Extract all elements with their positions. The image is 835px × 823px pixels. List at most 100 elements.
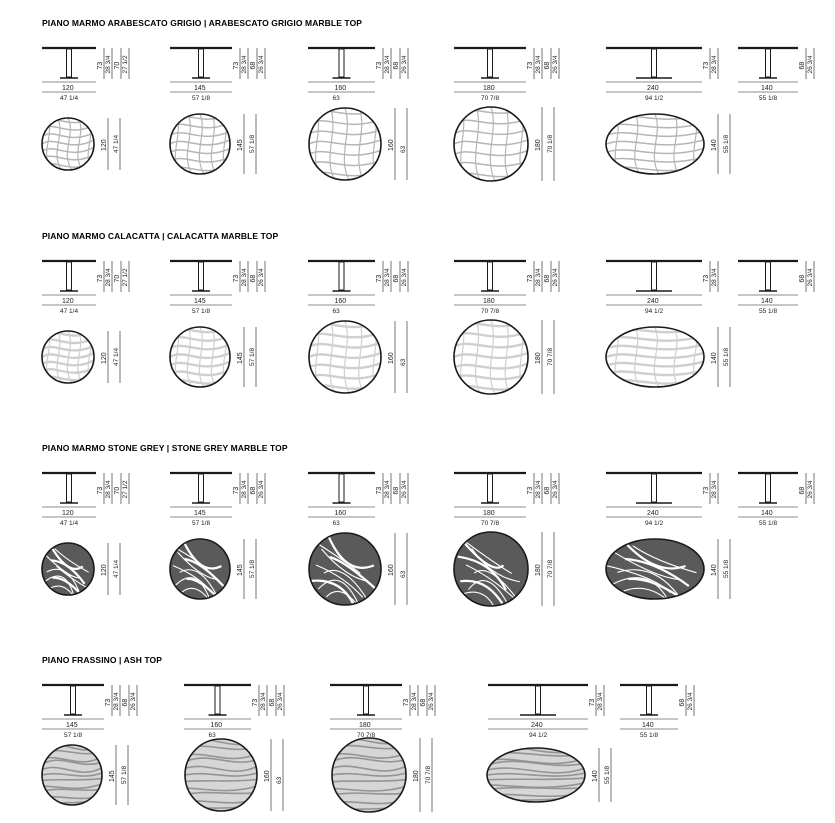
marble-veins bbox=[606, 114, 704, 174]
width-in-label: 63 bbox=[333, 95, 341, 102]
width-in-label: 55 1/8 bbox=[759, 308, 777, 315]
height-cm-label: 68 bbox=[799, 275, 806, 283]
height-in-label: 28 3/4 bbox=[241, 268, 248, 286]
width-in-label: 63 bbox=[209, 732, 217, 739]
width-cm-label: 120 bbox=[62, 85, 74, 92]
height-cm-label: 68 bbox=[250, 62, 257, 70]
height-in-label: 28 3/4 bbox=[535, 480, 542, 498]
height-in-label: 26 3/4 bbox=[428, 692, 435, 710]
height-in-label: 28 3/4 bbox=[384, 55, 391, 73]
width-cm-label: 140 bbox=[761, 510, 773, 517]
height-in-label: 28 3/4 bbox=[384, 268, 391, 286]
diameter-cm-label: 145 bbox=[109, 770, 116, 782]
diameter-cm-label: 180 bbox=[413, 770, 420, 782]
height-cm-label: 68 bbox=[679, 699, 686, 707]
finish-section: PIANO MARMO CALACATTA | CALACATTA MARBLE… bbox=[41, 231, 815, 395]
table-column bbox=[338, 48, 345, 78]
height-cm-label: 68 bbox=[420, 699, 427, 707]
height-in-label: 28 3/4 bbox=[105, 55, 112, 73]
width-in-label: 94 1/2 bbox=[645, 95, 663, 102]
diameter-cm-label: 160 bbox=[388, 139, 395, 151]
diameter-cm-label: 120 bbox=[101, 352, 108, 364]
table-column bbox=[535, 685, 541, 715]
table-column bbox=[66, 48, 72, 78]
height-in-label: 28 3/4 bbox=[711, 268, 718, 286]
diameter-in-label: 63 bbox=[400, 145, 407, 153]
height-cm-label: 73 bbox=[233, 275, 240, 283]
height-in-label: 26 3/4 bbox=[401, 480, 408, 498]
diameter-in-label: 57 1/8 bbox=[249, 560, 256, 578]
diameter-cm-label: 180 bbox=[535, 139, 542, 151]
width-in-label: 70 7/8 bbox=[481, 95, 499, 102]
height-cm-label: 73 bbox=[703, 62, 710, 70]
height-cm-label: 68 bbox=[799, 62, 806, 70]
width-in-label: 70 7/8 bbox=[357, 732, 375, 739]
section-title: PIANO MARMO STONE GREY | STONE GREY MARB… bbox=[42, 443, 288, 453]
height-in-label: 28 3/4 bbox=[241, 55, 248, 73]
tabletop-outline bbox=[486, 747, 586, 803]
width-in-label: 63 bbox=[333, 308, 341, 315]
width-in-label: 63 bbox=[333, 520, 341, 527]
height-cm-label: 73 bbox=[376, 487, 383, 495]
section-title: PIANO FRASSINO | ASH TOP bbox=[42, 655, 162, 665]
width-in-label: 47 1/4 bbox=[60, 308, 78, 315]
height-cm-label: 68 bbox=[393, 275, 400, 283]
width-in-label: 70 7/8 bbox=[481, 520, 499, 527]
tabletop-outline bbox=[453, 531, 529, 607]
tabletop-outline bbox=[605, 113, 705, 175]
height-cm-label: 73 bbox=[97, 487, 104, 495]
table-column bbox=[338, 473, 345, 503]
tabletop-outline bbox=[308, 532, 382, 606]
height-cm-label: 68 bbox=[250, 275, 257, 283]
diameter-cm-label: 140 bbox=[711, 564, 718, 576]
height-in-label: 26 3/4 bbox=[258, 268, 265, 286]
table-column bbox=[765, 261, 771, 291]
height-cm-label: 73 bbox=[403, 699, 410, 707]
height-cm-label: 68 bbox=[122, 699, 129, 707]
height-in-label: 26 3/4 bbox=[552, 55, 559, 73]
width-in-label: 94 1/2 bbox=[529, 732, 547, 739]
diameter-in-label: 47 1/4 bbox=[113, 348, 120, 366]
height-in-label: 28 3/4 bbox=[535, 268, 542, 286]
top-view: 160 63 bbox=[308, 107, 408, 181]
width-cm-label: 120 bbox=[62, 298, 74, 305]
table-column bbox=[198, 48, 204, 78]
tabletop-outline bbox=[41, 117, 95, 171]
width-cm-label: 240 bbox=[647, 85, 659, 92]
diameter-in-label: 55 1/8 bbox=[723, 348, 730, 366]
height-cm-label: 70 bbox=[114, 62, 121, 70]
height-cm-label: 73 bbox=[376, 275, 383, 283]
width-in-label: 55 1/8 bbox=[759, 520, 777, 527]
height-cm-label: 73 bbox=[105, 699, 112, 707]
section-title: PIANO MARMO CALACATTA | CALACATTA MARBLE… bbox=[42, 231, 278, 241]
table-column bbox=[765, 473, 771, 503]
width-in-label: 57 1/8 bbox=[192, 520, 210, 527]
height-in-label: 26 3/4 bbox=[552, 480, 559, 498]
height-cm-label: 68 bbox=[393, 62, 400, 70]
height-cm-label: 73 bbox=[376, 62, 383, 70]
diameter-in-label: 57 1/8 bbox=[121, 766, 128, 784]
width-cm-label: 180 bbox=[483, 510, 495, 517]
height-in-label: 26 3/4 bbox=[552, 268, 559, 286]
width-in-label: 47 1/4 bbox=[60, 520, 78, 527]
width-cm-label: 145 bbox=[194, 85, 206, 92]
width-cm-label: 180 bbox=[483, 298, 495, 305]
diameter-cm-label: 140 bbox=[711, 352, 718, 364]
width-cm-label: 160 bbox=[335, 85, 347, 92]
